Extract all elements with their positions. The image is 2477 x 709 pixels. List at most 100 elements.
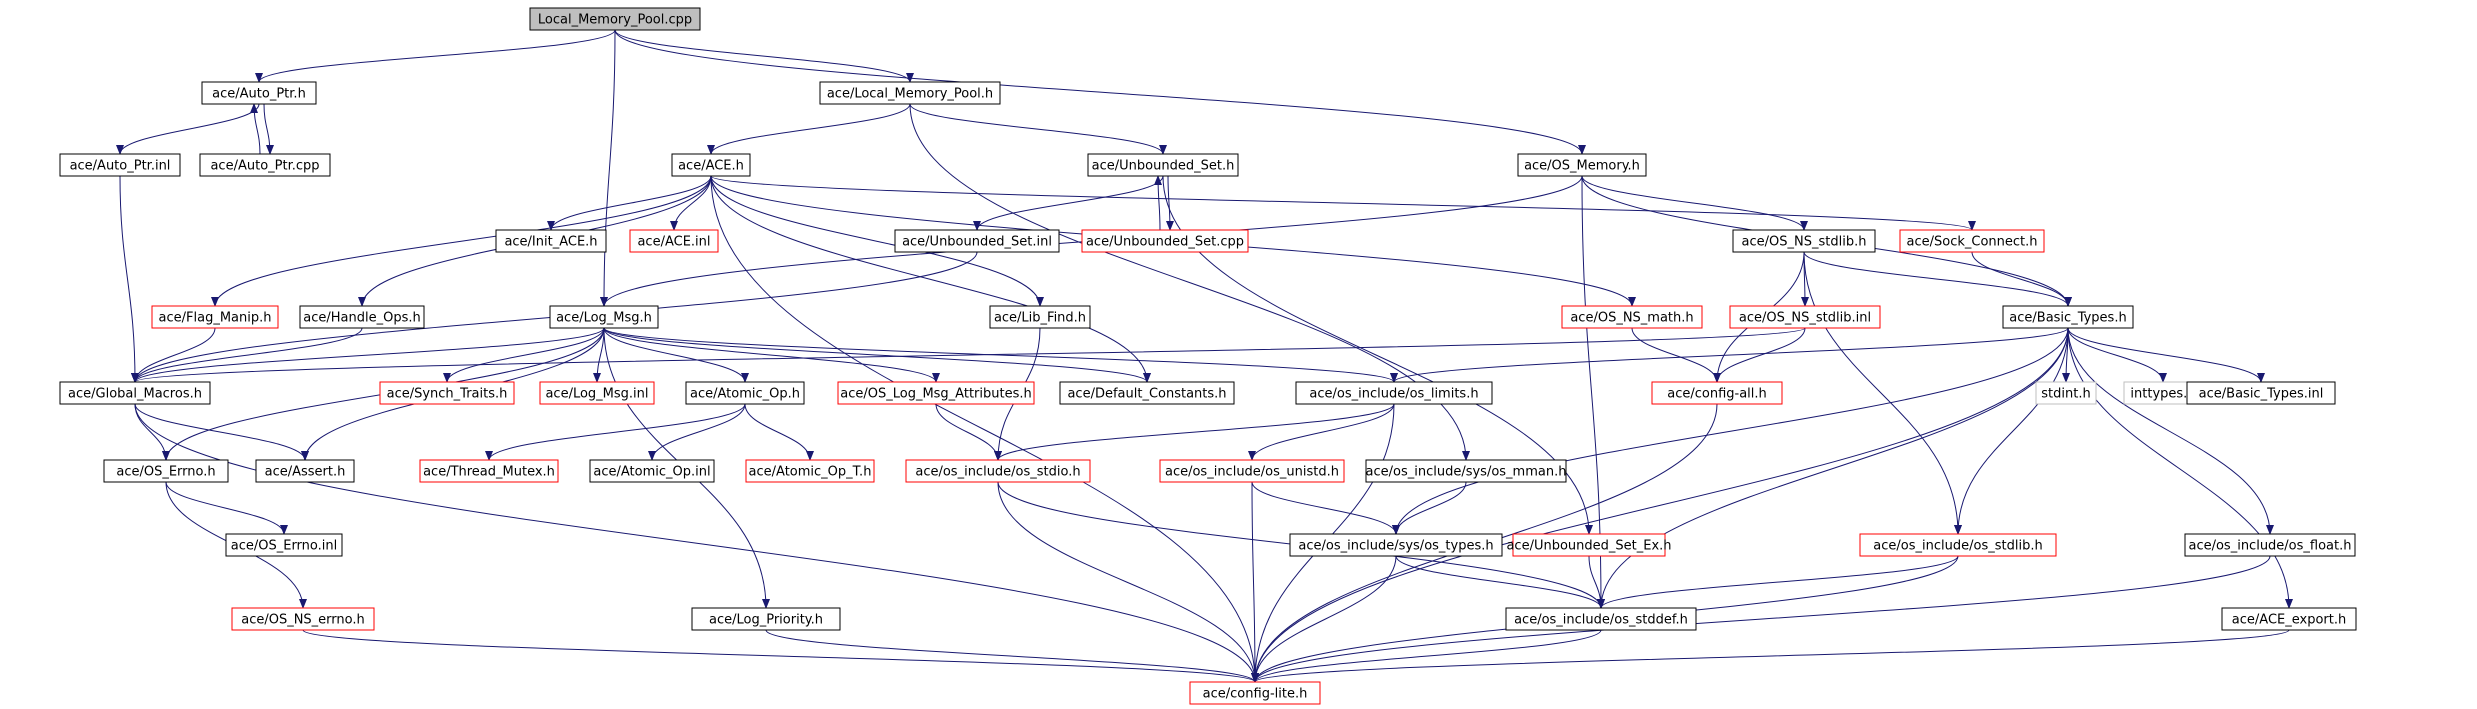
node-os-unistd[interactable]: ace/os_include/os_unistd.h (1159, 459, 1345, 483)
node-box[interactable] (103, 459, 229, 483)
node-box[interactable] (2221, 607, 2357, 631)
node-ace-inl[interactable]: ace/ACE.inl (629, 229, 719, 253)
node-sys-types[interactable]: ace/os_include/sys/os_types.h (1289, 533, 1503, 557)
node-box[interactable] (989, 305, 1091, 329)
node-box[interactable] (1295, 381, 1493, 405)
node-box[interactable] (819, 81, 1001, 105)
node-box[interactable] (549, 305, 659, 329)
node-atomic-op-t[interactable]: ace/Atomic_Op_T.h (745, 459, 875, 483)
node-box[interactable] (745, 459, 875, 483)
node-stdint[interactable]: stdint.h (2035, 381, 2097, 405)
node-box[interactable] (231, 607, 375, 631)
node-os-limits[interactable]: ace/os_include/os_limits.h (1295, 381, 1493, 405)
node-thread-mutex[interactable]: ace/Thread_Mutex.h (419, 459, 559, 483)
node-os-errno-inl[interactable]: ace/OS_Errno.inl (225, 533, 343, 557)
node-box[interactable] (151, 305, 279, 329)
node-box[interactable] (629, 229, 719, 253)
node-box[interactable] (671, 153, 751, 177)
node-atomic-op-inl[interactable]: ace/Atomic_Op.inl (589, 459, 715, 483)
node-auto-ptr-inl[interactable]: ace/Auto_Ptr.inl (59, 153, 181, 177)
node-box[interactable] (1517, 153, 1647, 177)
node-box[interactable] (419, 459, 559, 483)
node-box[interactable] (2186, 381, 2336, 405)
node-config-all[interactable]: ace/config-all.h (1651, 381, 1783, 405)
node-lmp-h[interactable]: ace/Local_Memory_Pool.h (819, 81, 1001, 105)
node-assert-h[interactable]: ace/Assert.h (255, 459, 355, 483)
node-box[interactable] (589, 459, 715, 483)
node-ubset-h[interactable]: ace/Unbounded_Set.h (1087, 153, 1239, 177)
node-basic-types[interactable]: ace/Basic_Types.h (2002, 305, 2134, 329)
node-box[interactable] (2184, 533, 2356, 557)
node-box[interactable] (255, 459, 355, 483)
node-box[interactable] (691, 607, 841, 631)
node-init-ace[interactable]: ace/Init_ACE.h (495, 229, 607, 253)
node-sock-connect[interactable]: ace/Sock_Connect.h (1899, 229, 2045, 253)
node-box[interactable] (1365, 459, 1567, 483)
edge-log_msg-to-atomic_op_h (603, 327, 749, 383)
node-os-float[interactable]: ace/os_include/os_float.h (2184, 533, 2356, 557)
node-osns-math[interactable]: ace/OS_NS_math.h (1561, 305, 1703, 329)
node-box[interactable] (1512, 533, 1666, 557)
node-lib-find[interactable]: ace/Lib_Find.h (989, 305, 1091, 329)
node-flag-manip[interactable]: ace/Flag_Manip.h (151, 305, 279, 329)
node-osns-stdlib-h[interactable]: ace/OS_NS_stdlib.h (1732, 229, 1876, 253)
node-box[interactable] (1859, 533, 2057, 557)
node-auto-ptr-cpp[interactable]: ace/Auto_Ptr.cpp (199, 153, 331, 177)
node-box[interactable] (1899, 229, 2045, 253)
node-box[interactable] (1189, 681, 1321, 705)
node-box[interactable] (299, 305, 425, 329)
node-osns-stdlib-inl[interactable]: ace/OS_NS_stdlib.inl (1729, 305, 1881, 329)
node-sys-mman[interactable]: ace/os_include/sys/os_mman.h (1365, 459, 1567, 483)
node-inttypes[interactable]: inttypes.h (2123, 381, 2203, 405)
node-ace-h[interactable]: ace/ACE.h (671, 153, 751, 177)
node-box[interactable] (2035, 381, 2097, 405)
node-box[interactable] (1729, 305, 1881, 329)
node-box[interactable] (1289, 533, 1503, 557)
node-box[interactable] (539, 381, 655, 405)
node-os-stdlib[interactable]: ace/os_include/os_stdlib.h (1859, 533, 2057, 557)
node-os-stddef[interactable]: ace/os_include/os_stddef.h (1505, 607, 1697, 631)
node-lmp-cpp[interactable]: Local_Memory_Pool.cpp (529, 7, 701, 31)
node-os-errno-h[interactable]: ace/OS_Errno.h (103, 459, 229, 483)
node-box[interactable] (529, 7, 701, 31)
node-box[interactable] (379, 381, 515, 405)
node-box[interactable] (1505, 607, 1697, 631)
node-box[interactable] (1651, 381, 1783, 405)
node-osns-errno[interactable]: ace/OS_NS_errno.h (231, 607, 375, 631)
node-config-lite[interactable]: ace/config-lite.h (1189, 681, 1321, 705)
node-basic-types-inl[interactable]: ace/Basic_Types.inl (2186, 381, 2336, 405)
node-ace-export[interactable]: ace/ACE_export.h (2221, 607, 2357, 631)
node-ubset-inl[interactable]: ace/Unbounded_Set.inl (894, 229, 1060, 253)
node-box[interactable] (1561, 305, 1703, 329)
node-handle-ops[interactable]: ace/Handle_Ops.h (299, 305, 425, 329)
node-log-msg[interactable]: ace/Log_Msg.h (549, 305, 659, 329)
node-box[interactable] (685, 381, 805, 405)
node-box[interactable] (59, 153, 181, 177)
node-box[interactable] (59, 381, 211, 405)
node-box[interactable] (225, 533, 343, 557)
node-ubset-ex[interactable]: ace/Unbounded_Set_Ex.h (1506, 533, 1672, 557)
node-default-const[interactable]: ace/Default_Constants.h (1059, 381, 1235, 405)
node-box[interactable] (1087, 153, 1239, 177)
node-os-log-attr[interactable]: ace/OS_Log_Msg_Attributes.h (837, 381, 1035, 405)
node-global-macros[interactable]: ace/Global_Macros.h (59, 381, 211, 405)
node-box[interactable] (1159, 459, 1345, 483)
node-auto-ptr-h[interactable]: ace/Auto_Ptr.h (201, 81, 317, 105)
node-atomic-op-h[interactable]: ace/Atomic_Op.h (685, 381, 805, 405)
node-box[interactable] (199, 153, 331, 177)
node-box[interactable] (837, 381, 1035, 405)
node-osmem-h[interactable]: ace/OS_Memory.h (1517, 153, 1647, 177)
node-log-msg-inl[interactable]: ace/Log_Msg.inl (539, 381, 655, 405)
node-box[interactable] (1081, 229, 1249, 253)
node-synch-traits[interactable]: ace/Synch_Traits.h (379, 381, 515, 405)
node-box[interactable] (894, 229, 1060, 253)
node-os-stdio[interactable]: ace/os_include/os_stdio.h (905, 459, 1091, 483)
node-box[interactable] (1059, 381, 1235, 405)
node-log-priority[interactable]: ace/Log_Priority.h (691, 607, 841, 631)
node-ubset-cpp[interactable]: ace/Unbounded_Set.cpp (1081, 229, 1249, 253)
node-box[interactable] (495, 229, 607, 253)
node-box[interactable] (201, 81, 317, 105)
node-box[interactable] (905, 459, 1091, 483)
node-box[interactable] (1732, 229, 1876, 253)
node-box[interactable] (2002, 305, 2134, 329)
